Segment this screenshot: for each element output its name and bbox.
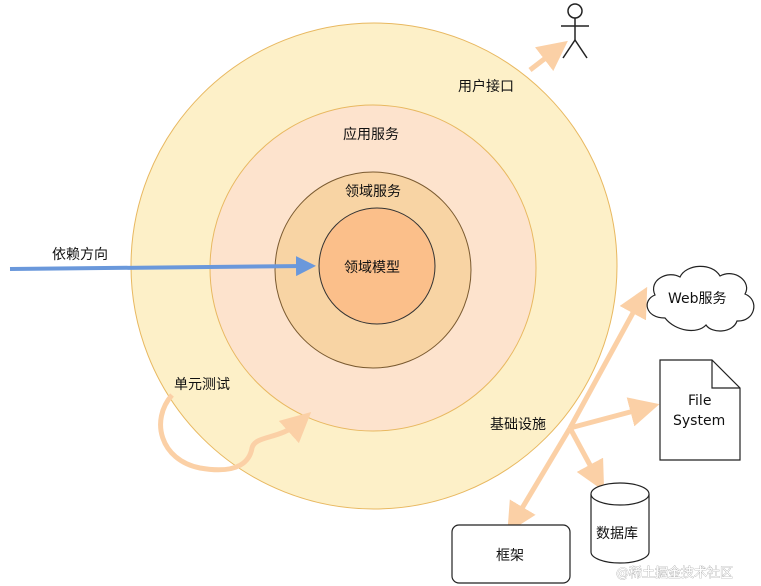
label-infrastructure: 基础设施: [490, 416, 546, 433]
label-web-service: Web服务: [668, 291, 727, 307]
database-cylinder-icon: [590, 482, 650, 564]
framework-box: [451, 524, 571, 584]
label-domain-model: 领域模型: [344, 260, 400, 276]
user-icon: [561, 3, 589, 59]
user-arrow: [528, 40, 568, 72]
label-framework: 框架: [496, 548, 524, 564]
dependency-arrow: [9, 256, 316, 277]
label-dependency-direction: 依赖方向: [52, 247, 108, 263]
core-domain-model: [318, 207, 436, 325]
web-service-cloud-icon: [646, 265, 755, 332]
watermark: @稀土掘金技术社区: [616, 565, 733, 581]
infrastructure-arrows: [507, 286, 660, 533]
label-application-service: 应用服务: [343, 126, 399, 143]
label-domain-service: 领域服务: [345, 184, 401, 200]
file-system-document-icon: [659, 359, 741, 461]
label-file-system-line1: File: [688, 393, 711, 409]
label-unit-test: 单元测试: [174, 377, 230, 393]
label-file-system-line2: System: [673, 413, 725, 429]
label-user-interface: 用户接口: [458, 78, 514, 95]
unit-test-arrow: [158, 393, 312, 473]
label-database: 数据库: [596, 526, 638, 542]
